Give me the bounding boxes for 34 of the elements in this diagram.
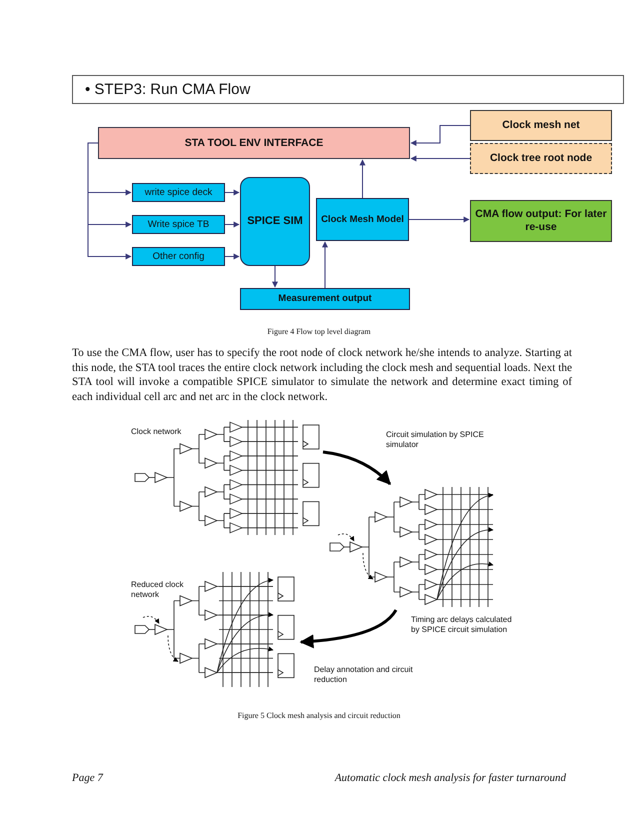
arrow bbox=[224, 222, 240, 228]
arrow bbox=[224, 190, 240, 196]
arrow bbox=[224, 254, 240, 260]
page-number: Page 7 bbox=[72, 772, 104, 786]
annotation-text: Clock network bbox=[131, 427, 182, 437]
interface-box: STA TOOL ENV INTERFACE bbox=[98, 127, 410, 159]
annotation-text: Circuit simulation by SPICE simulator bbox=[386, 430, 485, 450]
arrow bbox=[410, 125, 470, 146]
arrow bbox=[322, 241, 328, 288]
figure-caption: Figure 4 Flow top level diagram bbox=[266, 327, 372, 337]
process-box: Clock Mesh Model bbox=[316, 198, 409, 241]
arrow bbox=[88, 142, 132, 260]
input-box: Clock mesh net bbox=[470, 110, 612, 141]
input-box: Clock tree root node bbox=[470, 143, 612, 174]
annotation-text: Delay annotation and circuit reduction bbox=[314, 665, 414, 684]
output-box: Measurement output bbox=[240, 288, 410, 310]
clock-tree-drawing bbox=[330, 486, 494, 608]
arrow bbox=[360, 159, 366, 198]
annotation-text: Reduced clock network bbox=[131, 580, 184, 600]
process-box: write spice deck bbox=[132, 183, 225, 202]
body-paragraph: To use the CMA flow, user has to specify the root node of clock network he/she intends to analyze. Starting at this node, the STA tool traces the entire clock network including the clock mesh and sequential loads. Next the STA tool will invoke a compatible SPICE simulator to simulate the network and determine exact timing of each individual cell arc and net arc in the clock network. bbox=[72, 346, 572, 405]
arrow bbox=[410, 156, 470, 162]
arrow bbox=[272, 266, 278, 288]
arrow bbox=[408, 216, 470, 222]
output-box: CMA flow output: For later re-use bbox=[470, 200, 612, 242]
process-box: Write spice TB bbox=[132, 215, 225, 234]
arrow bbox=[322, 450, 392, 486]
footer-title: Automatic clock mesh analysis for faster turnaround bbox=[333, 772, 566, 786]
figure-caption: Figure 5 Clock mesh analysis and circuit reduction bbox=[236, 711, 402, 721]
simulator-box: SPICE SIM bbox=[240, 177, 310, 266]
arrow bbox=[300, 609, 398, 648]
process-box: Other config bbox=[132, 247, 225, 266]
annotation-text: Timing arc delays calculated by SPICE circuit simulation bbox=[411, 615, 513, 634]
step-heading-box: • STEP3: Run CMA Flow bbox=[72, 75, 624, 104]
